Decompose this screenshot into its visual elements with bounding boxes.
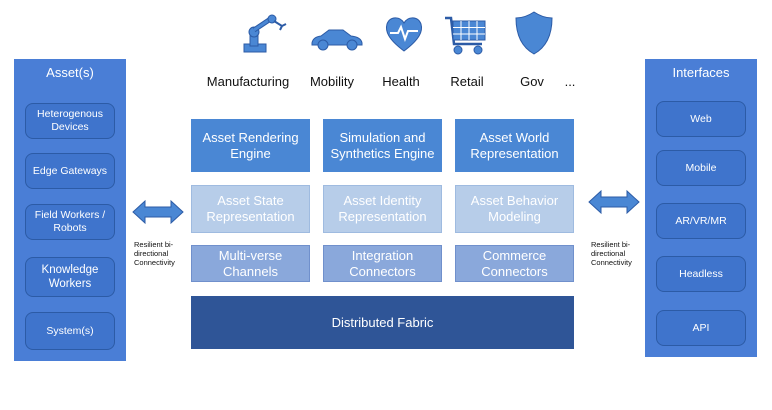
car-icon xyxy=(311,29,363,51)
asset-item-devices: Heterogenous Devices xyxy=(25,103,115,139)
robot-arm-icon xyxy=(243,14,287,53)
interface-item-mobile: Mobile xyxy=(656,150,746,186)
asset-item-edge-gateways: Edge Gateways xyxy=(25,153,115,189)
asset-behavior-modeling-block: Asset Behavior Modeling xyxy=(455,185,574,233)
interfaces-panel: Interfaces Web Mobile AR/VR/MR Headless … xyxy=(645,59,757,357)
simulation-synthetics-engine-block: Simulation and Synthetics Engine xyxy=(323,119,442,172)
asset-item-field-workers: Field Workers / Robots xyxy=(25,204,115,240)
asset-identity-representation-block: Asset Identity Representation xyxy=(323,185,442,233)
asset-state-representation-block: Asset State Representation xyxy=(191,185,310,233)
industry-label-more: ... xyxy=(564,74,576,89)
distributed-fabric-block: Distributed Fabric xyxy=(191,296,574,349)
left-bidirectional-arrow xyxy=(132,199,184,225)
industry-label-mobility: Mobility xyxy=(309,74,355,89)
right-connectivity-label: Resilient bi-directional Connectivity xyxy=(591,240,632,267)
shopping-cart-icon xyxy=(445,16,486,55)
integration-connectors-block: Integration Connectors xyxy=(323,245,442,282)
industry-label-retail: Retail xyxy=(450,74,484,89)
shield-icon xyxy=(515,11,553,55)
interface-item-web: Web xyxy=(656,101,746,137)
interface-item-api: API xyxy=(656,310,746,346)
interface-item-headless: Headless xyxy=(656,256,746,292)
asset-rendering-engine-block: Asset Rendering Engine xyxy=(191,119,310,172)
assets-panel: Asset(s) Heterogenous Devices Edge Gatew… xyxy=(14,59,126,361)
heart-pulse-icon xyxy=(386,17,422,52)
interface-item-ar-vr-mr: AR/VR/MR xyxy=(656,203,746,239)
interfaces-panel-title: Interfaces xyxy=(672,65,730,80)
right-bidirectional-arrow xyxy=(588,189,640,215)
industry-label-gov: Gov xyxy=(520,74,544,89)
multi-verse-channels-block: Multi-verse Channels xyxy=(191,245,310,282)
industry-label-manufacturing: Manufacturing xyxy=(206,74,290,89)
asset-world-representation-block: Asset World Representation xyxy=(455,119,574,172)
industry-label-health: Health xyxy=(382,74,420,89)
left-connectivity-label: Resilient bi-directional Connectivity xyxy=(134,240,175,267)
commerce-connectors-block: Commerce Connectors xyxy=(455,245,574,282)
asset-item-knowledge-workers: Knowledge Workers xyxy=(25,257,115,297)
asset-item-systems: System(s) xyxy=(25,312,115,350)
assets-panel-title: Asset(s) xyxy=(46,65,94,80)
